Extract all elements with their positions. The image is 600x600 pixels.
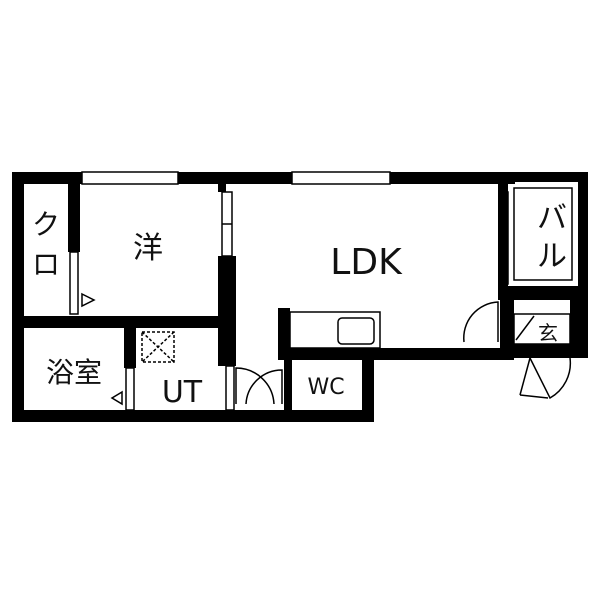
ldk-balcony-window [499,191,509,285]
label-western: 洋 [133,231,163,266]
wall-top-mid [178,172,292,184]
wall-wc-left [284,360,292,412]
wall-left [12,172,24,422]
wall-western-ldk [218,256,236,328]
window-western [81,171,179,185]
ut-door [225,365,235,411]
wc-door-arc [245,369,283,405]
label-bath: 浴室 [46,356,102,389]
bath-door-marker [110,390,123,406]
wall-balcony-top [508,172,588,182]
walls [12,172,588,422]
wall-wc-right [362,348,374,422]
kitchen-sink [337,317,375,345]
wall-entrance-bottom [500,344,580,358]
wall-kitchen-bottom [278,348,500,360]
door-swings [81,292,572,406]
wall-balcony-right [578,172,588,352]
label-balcony: バル [537,201,567,274]
ldk-door-arc [463,301,499,343]
wall-entrance-right [570,300,588,358]
thin-lines [69,187,573,411]
kitchen-counter [289,311,381,349]
wall-kitchen-left [278,308,290,360]
wall-bath-ut [124,328,136,368]
bath-door [125,367,135,411]
wall-ldk-right [498,184,508,300]
wall-balcony-bottom [498,286,588,300]
wall-top-left [12,172,82,184]
hall-door-arc [235,367,275,405]
balcony-inner [513,187,573,281]
wall-bottom [12,410,374,422]
wall-top-right [390,172,515,184]
washer-pan [141,331,175,363]
entrance-door-arc [529,357,572,400]
wall-western-ldk-top [218,184,226,192]
wall-ut-right [218,328,236,366]
closet-door-marker [81,292,96,308]
wall-closet-divider-top [68,184,80,252]
window-ldk [291,171,391,185]
closet-sliding-door [69,251,79,315]
label-toilet: WC [307,375,344,400]
label-closet: クロ [32,208,60,281]
label-ldk: LDK [330,242,403,283]
wall-western-bottom [24,316,236,328]
windows [81,171,391,185]
entrance-step [513,313,571,345]
label-utility: UT [162,375,203,410]
label-entrance: 玄 [538,321,558,345]
